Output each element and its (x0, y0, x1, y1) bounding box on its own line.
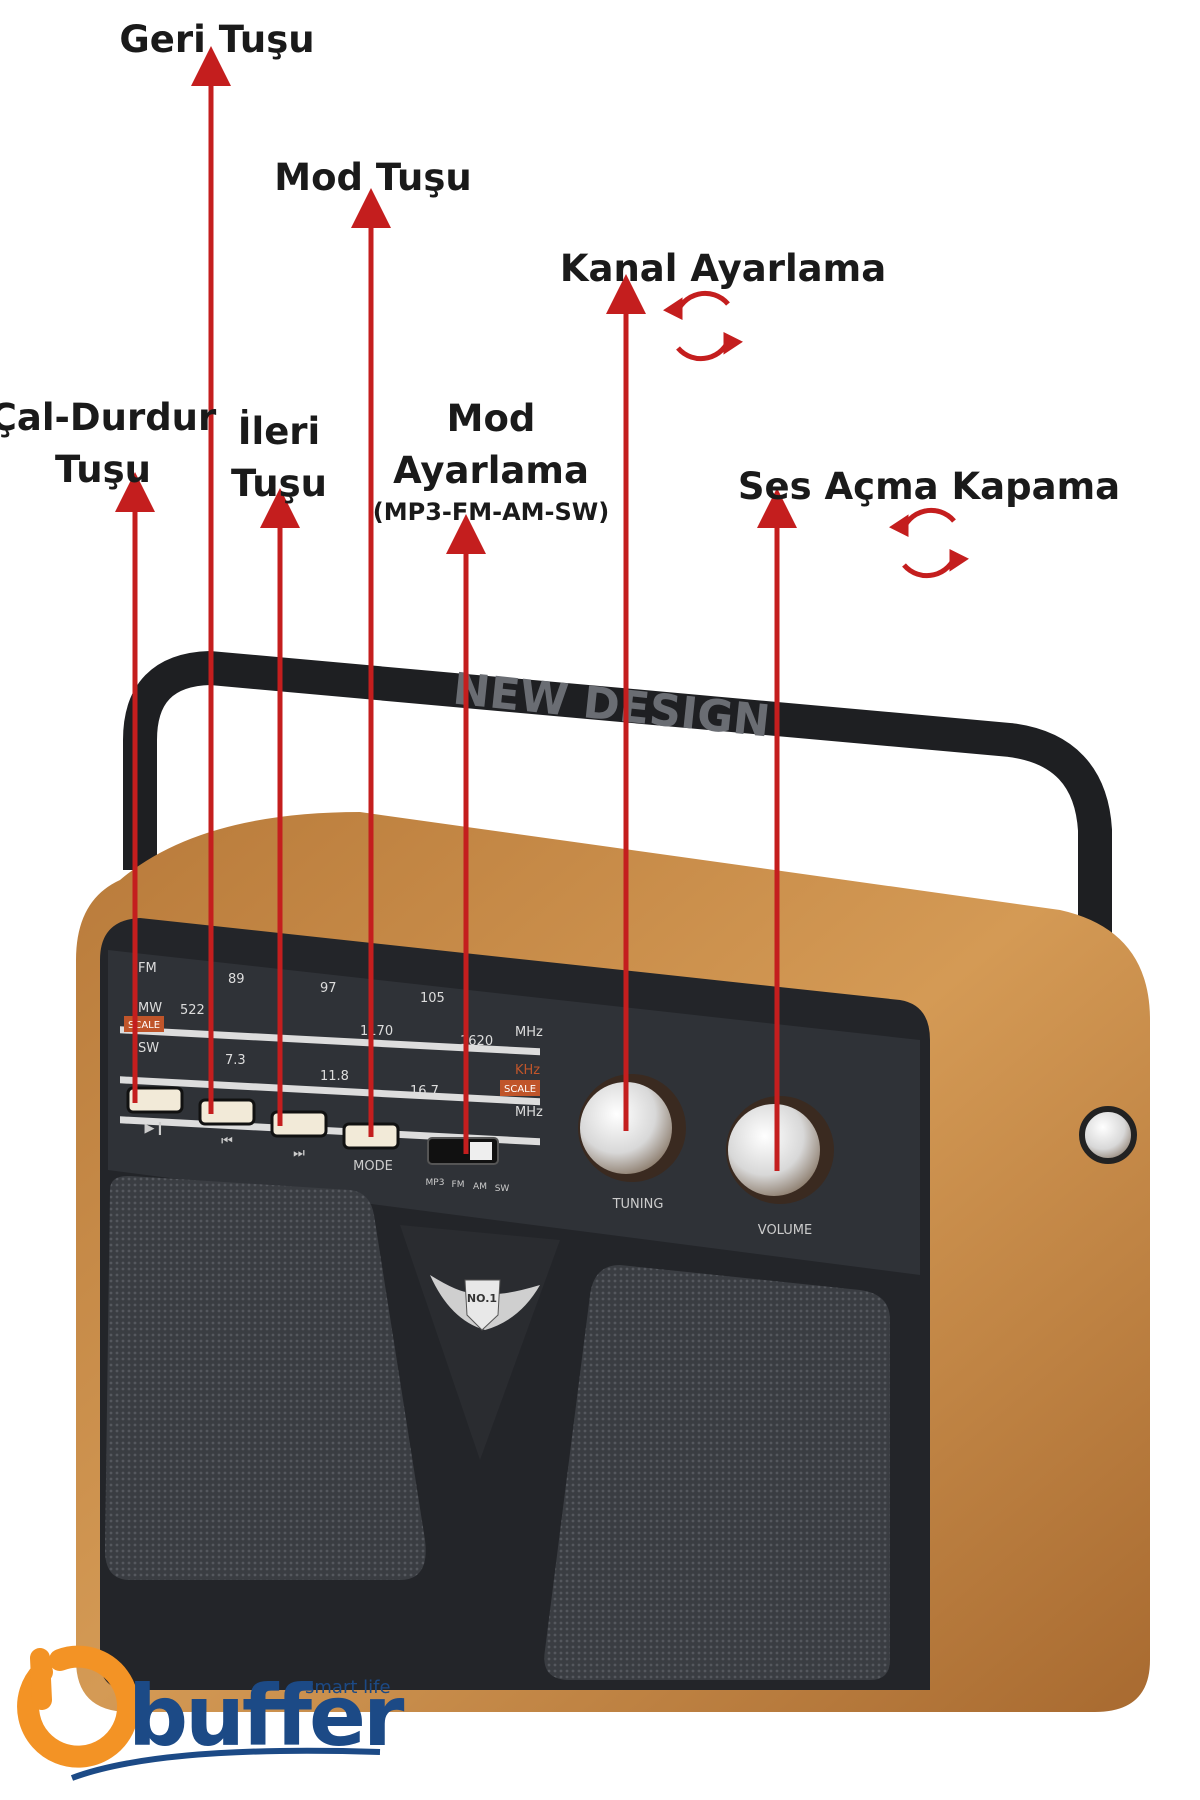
dial-value: 1170 (360, 1024, 393, 1039)
tuning-label: TUNING (612, 1197, 664, 1212)
volume-knob[interactable] (728, 1104, 820, 1196)
volume-label: VOLUME (758, 1223, 812, 1238)
mode-select-label-line3: (MP3-FM-AM-SW) (372, 498, 610, 526)
no1-emblem-icon: NO.1 (430, 1275, 540, 1331)
badge-text: NO.1 (467, 1292, 497, 1305)
mode-select-label-line1: Mod (446, 397, 536, 440)
switch-mode-label: MP3 (426, 1178, 445, 1188)
dial-value: 7.3 (225, 1053, 246, 1068)
unit-label: MHz (515, 1025, 543, 1040)
dial-value: 105 (420, 991, 445, 1006)
previous-button[interactable] (198, 1098, 256, 1126)
switch-mode-label: SW (495, 1184, 510, 1194)
right-speaker-grill (544, 1265, 890, 1680)
unit-label: KHz (515, 1063, 540, 1078)
scale-text: SCALE (504, 1084, 536, 1095)
handle-pivot (1079, 1106, 1137, 1164)
forward-label-line1: İleri (237, 410, 321, 453)
left-speaker-grill (105, 1175, 426, 1580)
play-pause-label-line1: Çal-Durdur (0, 396, 217, 439)
forward-label-line2: Tuşu (231, 462, 327, 505)
back-button-label: Geri Tuşu (119, 18, 315, 61)
play-pause-icon: ▶❙ (145, 1121, 166, 1136)
logo-tagline: smart life (305, 1677, 391, 1698)
fm-band-label: FM (138, 961, 157, 976)
play-pause-button[interactable] (126, 1086, 184, 1114)
next-button[interactable] (270, 1110, 328, 1138)
handle-text: NEW DESIGN (451, 664, 773, 748)
rotate-icon (663, 290, 743, 362)
mode-button-label-annotation: Mod Tuşu (274, 156, 472, 199)
speakers: NO.1 (105, 1175, 890, 1680)
dial-value: 97 (320, 981, 337, 996)
dial-value: 89 (228, 972, 245, 987)
rotate-icon (889, 507, 969, 579)
switch-mode-label: AM (473, 1182, 487, 1192)
play-pause-label: Çal-Durdur Tuşu (0, 392, 216, 496)
mode-switch-slider[interactable] (470, 1142, 492, 1160)
forward-label: İleri Tuşu (231, 406, 327, 510)
channel-tuning-label: Kanal Ayarlama (559, 247, 887, 290)
volume-label-annotation: Ses Açma Kapama (737, 465, 1121, 508)
mw-band-label: MW (138, 1001, 162, 1016)
sw-band-label: SW (138, 1041, 159, 1056)
dial-value: 16.7 (410, 1084, 439, 1099)
previous-icon: ⏮ (221, 1134, 233, 1149)
mode-button-label: MODE (353, 1159, 393, 1174)
switch-mode-label: FM (452, 1180, 465, 1190)
scale-text: SCALE (128, 1020, 160, 1031)
dial-value: 522 (180, 1003, 205, 1018)
mode-select-label-line2: Ayarlama (393, 449, 589, 492)
play-pause-label-line2: Tuşu (55, 448, 151, 491)
buffer-logo: buffer smart life (17, 1645, 408, 1781)
mode-select-label: Mod Ayarlama (MP3-FM-AM-SW) (373, 393, 609, 527)
dial-value: 11.8 (320, 1069, 349, 1084)
next-icon: ⏭ (293, 1146, 305, 1161)
scale-badge (500, 1080, 540, 1096)
annotation-arrows (115, 46, 797, 1171)
unit-label: MHz (515, 1105, 543, 1120)
